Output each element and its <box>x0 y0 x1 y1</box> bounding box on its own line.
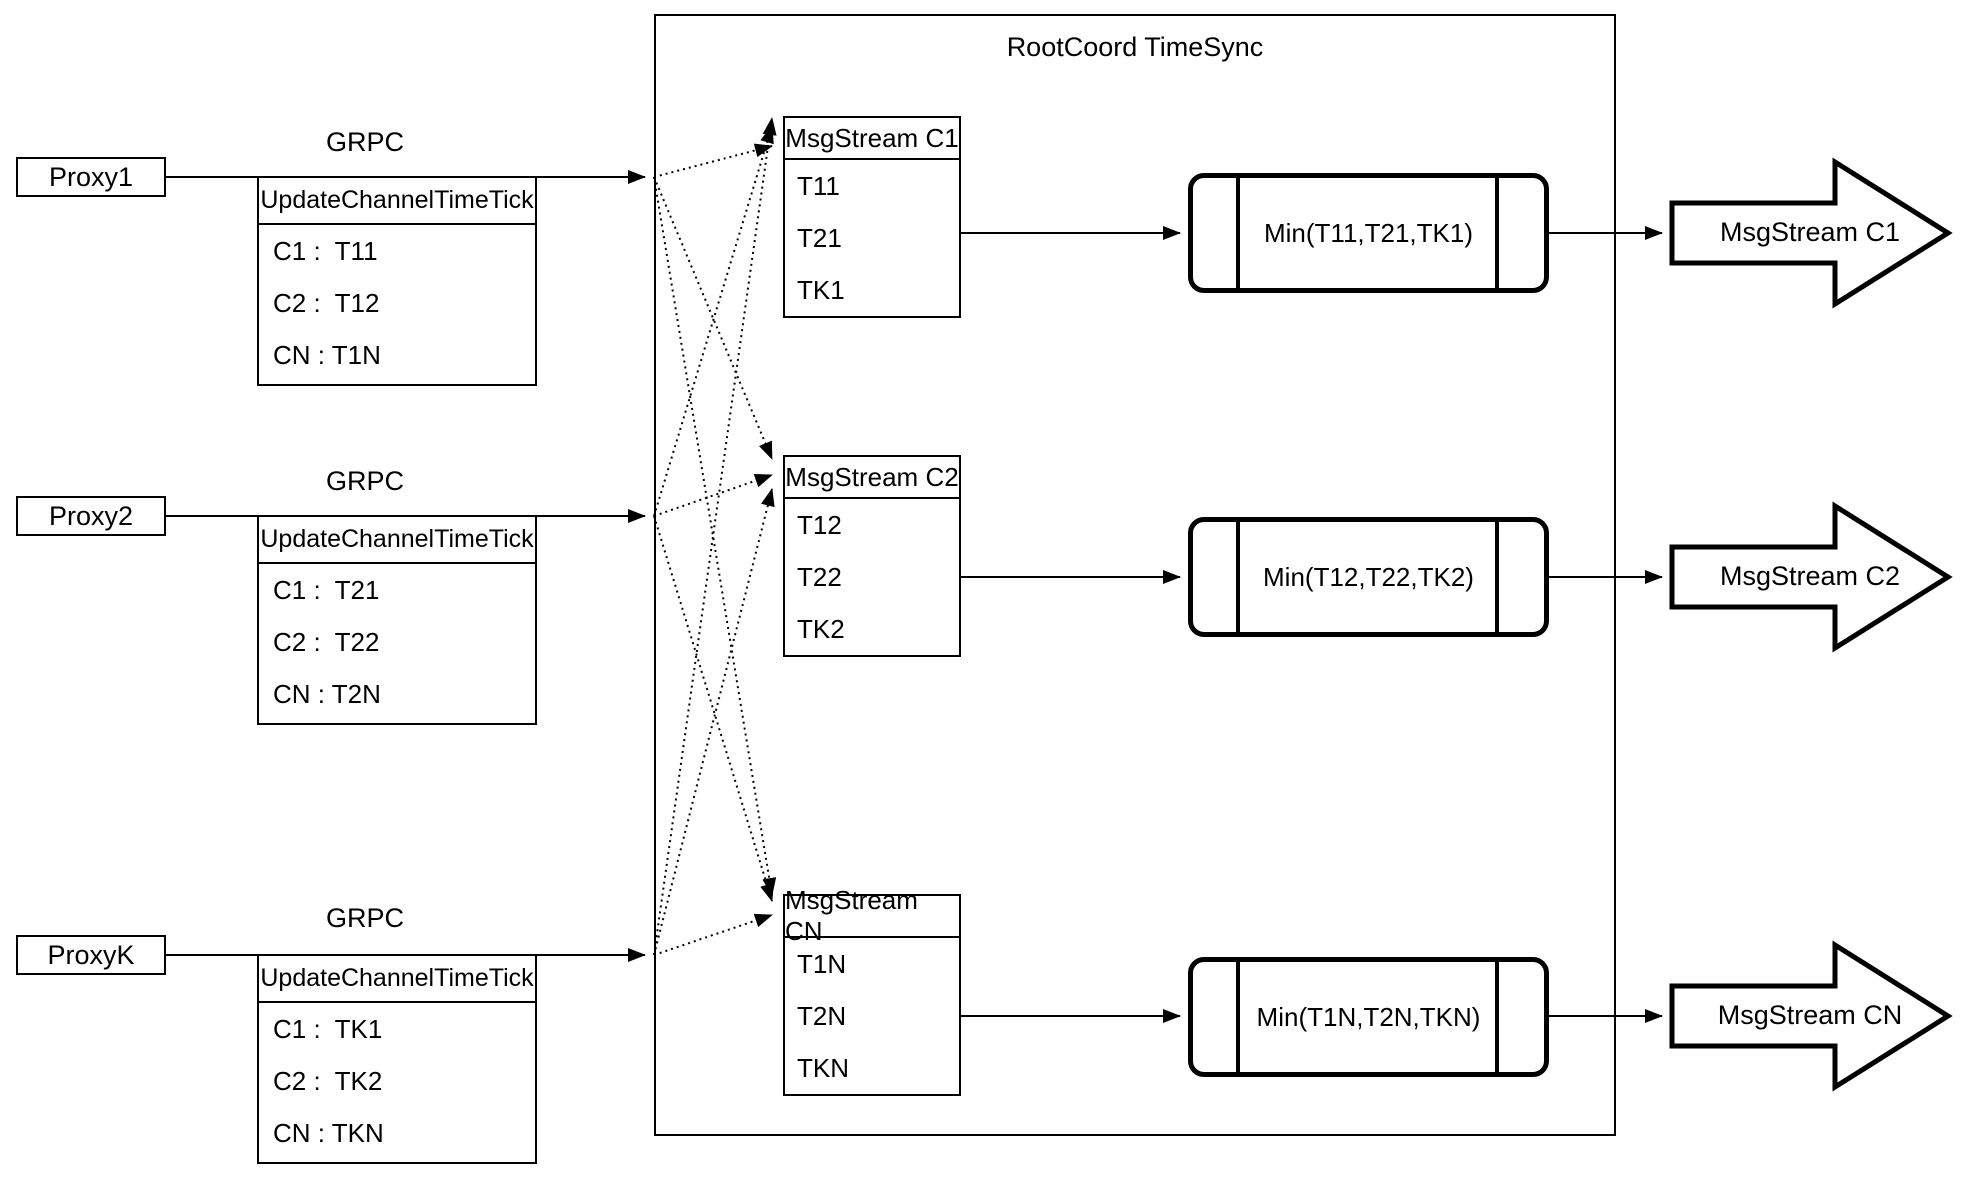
tick-table-header: UpdateChannelTimeTick <box>259 956 535 1003</box>
tick-table-row: CN : TKN <box>273 1117 384 1148</box>
update-channel-timetick-table-1: UpdateChannelTimeTick C1 : T11 C2 : T12 … <box>257 176 537 386</box>
fanout-dotted-lines <box>653 117 777 956</box>
msgstream-table-row: T22 <box>797 561 842 592</box>
tick-table-row: C2 : T22 <box>273 626 380 657</box>
msgstream-table-row: T21 <box>797 222 842 253</box>
output-arrow-label-1: MsgStream C1 <box>1719 217 1901 247</box>
msgstream-cn-table: MsgStream CN T1N T2N TKN <box>783 885 961 1096</box>
min-label-1: Min(T11,T21,TK1) <box>1263 217 1473 248</box>
update-channel-timetick-table-3: UpdateChannelTimeTick C1 : TK1 C2 : TK2 … <box>257 954 537 1164</box>
proxy1-box: Proxy1 <box>16 157 166 197</box>
tick-table-header: UpdateChannelTimeTick <box>259 517 535 564</box>
msgstream-table-row: TK2 <box>797 613 845 644</box>
capsule-divider <box>1495 962 1499 1072</box>
capsule-divider <box>1495 522 1499 632</box>
msgstream-c2-table: MsgStream C2 T12 T22 TK2 <box>783 455 961 657</box>
block-arrow-msgstream-c2 <box>1669 501 1953 653</box>
dotted-link-p1-c1 <box>653 143 773 178</box>
proxyk-label: ProxyK <box>47 939 135 970</box>
dotted-link-p3-cn <box>653 913 773 956</box>
msgstream-table-header: MsgStream CN <box>785 885 959 946</box>
msgstream-table-header: MsgStream C1 <box>785 118 959 160</box>
dotted-link-p2-cn <box>653 515 774 902</box>
tick-table-row: C1 : TK1 <box>273 1013 383 1044</box>
grpc-label-2: GRPC <box>325 466 404 496</box>
msgstream-table-row: TKN <box>797 1052 849 1083</box>
tick-table-row: C2 : T12 <box>273 287 380 318</box>
msgstream-table-row: T11 <box>797 170 840 201</box>
table-to-min-connectors <box>961 226 1181 1023</box>
msgstream-table-row: T2N <box>797 1000 847 1031</box>
tick-table-row: C1 : T11 <box>273 235 378 266</box>
rootcoord-timesync-title: RootCoord TimeSync <box>1006 32 1264 62</box>
proxy2-label: Proxy2 <box>48 500 134 531</box>
update-channel-timetick-table-2: UpdateChannelTimeTick C1 : T21 C2 : T22 … <box>257 515 537 725</box>
dotted-link-p2-c1 <box>653 125 774 517</box>
msgstream-table-row: TK1 <box>797 274 845 305</box>
min-label-3: Min(T1N,T2N,TKN) <box>1256 1001 1481 1032</box>
tick-table-row: CN : T2N <box>273 678 381 709</box>
msgstream-table-row: T1N <box>797 948 847 979</box>
min-capsule-3: Min(T1N,T2N,TKN) <box>1188 957 1549 1077</box>
min-label-2: Min(T12,T22,TK2) <box>1263 561 1474 592</box>
dotted-link-p1-cn <box>653 176 777 896</box>
output-block-arrows <box>1669 157 1953 1092</box>
proxyk-box: ProxyK <box>16 935 166 975</box>
grpc-label-3: GRPC <box>325 903 404 933</box>
block-arrow-msgstream-c1 <box>1669 157 1953 309</box>
tick-table-header: UpdateChannelTimeTick <box>259 178 535 225</box>
rootcoord-timesync-box <box>654 14 1616 1136</box>
capsule-divider <box>1495 178 1499 288</box>
grpc-label-1: GRPC <box>325 127 404 157</box>
capsule-divider <box>1236 522 1240 632</box>
proxy2-box: Proxy2 <box>16 496 166 536</box>
msgstream-c1-table: MsgStream C1 T11 T21 TK1 <box>783 116 961 318</box>
tick-table-row: CN : T1N <box>273 339 381 370</box>
msgstream-table-row: T12 <box>797 509 842 540</box>
output-arrow-label-2: MsgStream C2 <box>1719 561 1901 591</box>
capsule-divider <box>1236 178 1240 288</box>
tick-table-row: C1 : T21 <box>273 574 380 605</box>
proxy1-label: Proxy1 <box>48 161 134 192</box>
capsule-divider <box>1236 962 1240 1072</box>
tick-table-row: C2 : TK2 <box>273 1065 383 1096</box>
min-capsule-1: Min(T11,T21,TK1) <box>1188 173 1549 293</box>
min-to-output-connectors <box>1549 226 1663 1023</box>
block-arrow-msgstream-cn <box>1669 940 1953 1092</box>
min-capsule-2: Min(T12,T22,TK2) <box>1188 517 1549 637</box>
msgstream-table-header: MsgStream C2 <box>785 457 959 499</box>
dotted-link-p3-c2 <box>653 488 775 956</box>
output-arrow-label-3: MsgStream CN <box>1717 1000 1903 1030</box>
